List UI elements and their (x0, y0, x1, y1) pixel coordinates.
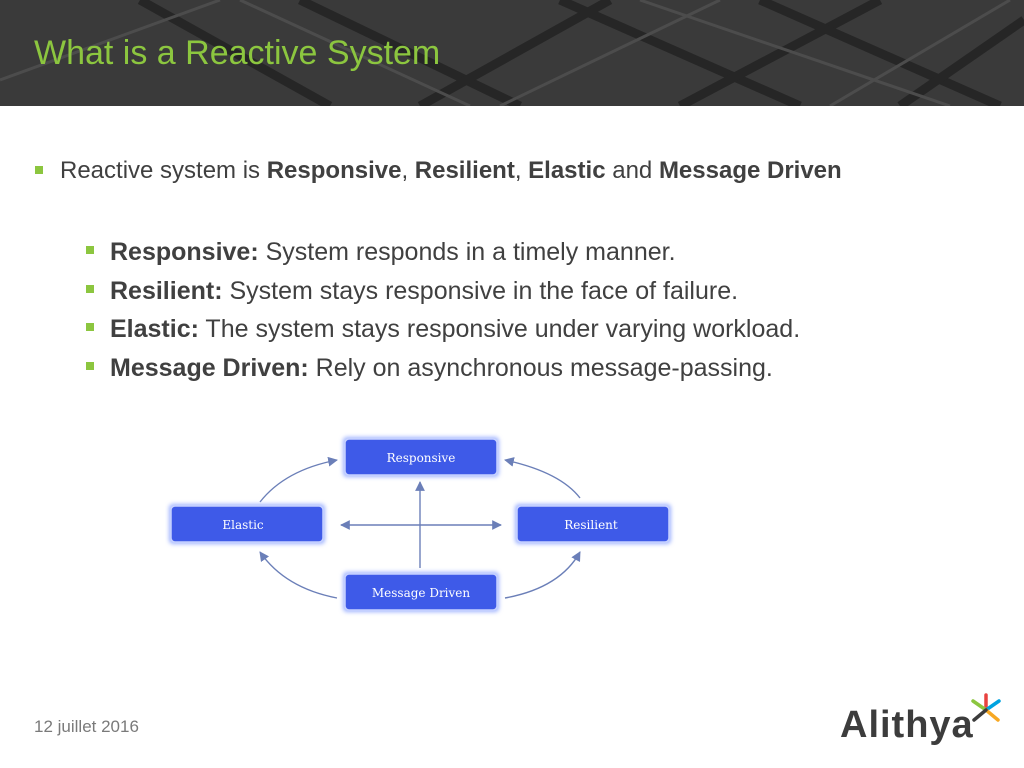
slide-header: What is a Reactive System (0, 0, 1024, 106)
slide-title: What is a Reactive System (34, 34, 441, 72)
intro-term-elastic: Elastic (528, 157, 606, 184)
bullet-marker (35, 166, 43, 174)
arrow-elastic-to-responsive (259, 456, 338, 503)
intro-and: and (605, 157, 659, 184)
intro-prefix: Reactive system is (60, 157, 267, 184)
logo-star-icon (971, 693, 1001, 722)
alithya-logo: Alithya (836, 690, 1006, 750)
node-responsive: Responsive (343, 437, 499, 477)
node-resilient: Resilient (515, 504, 671, 544)
footer-date: 12 juillet 2016 (34, 717, 139, 736)
node-label: Message Driven (372, 586, 471, 600)
trait-item: Responsive: System responds in a timely … (110, 237, 676, 267)
node-elastic: Elastic (169, 504, 325, 544)
intro-term-responsive: Responsive (266, 157, 402, 184)
node-label: Elastic (222, 518, 264, 532)
trait-term: Message Driven: (110, 354, 309, 382)
arrow-resilient-to-responsive (504, 457, 581, 499)
trait-term: Elastic: (110, 315, 199, 343)
trait-desc: Rely on asynchronous message-passing. (308, 354, 773, 382)
reactive-diagram: Responsive Elastic Resilient Message Dri… (169, 437, 671, 612)
logo-text: Alithya (840, 704, 974, 746)
trait-desc: System stays responsive in the face of f… (222, 277, 739, 305)
bullet-marker (86, 362, 94, 370)
trait-term: Responsive: (110, 238, 259, 266)
bullet-marker (86, 323, 94, 331)
intro-term-message-driven: Message Driven (658, 157, 842, 184)
intro-bullet: Reactive system is Responsive, Resilient… (60, 156, 842, 186)
trait-term: Resilient: (110, 277, 223, 305)
trait-desc: The system stays responsive under varyin… (198, 315, 801, 343)
header-background-lines (0, 0, 1024, 106)
intro-sep: , (514, 157, 529, 184)
arrow-message-to-resilient (504, 551, 581, 599)
bullet-marker (86, 246, 94, 254)
node-label: Resilient (564, 518, 618, 532)
trait-item: Resilient: System stays responsive in th… (110, 276, 738, 306)
intro-sep: , (401, 157, 415, 184)
arrow-message-to-elastic (259, 551, 338, 599)
node-message-driven: Message Driven (343, 572, 499, 612)
trait-item: Message Driven: Rely on asynchronous mes… (110, 353, 773, 383)
trait-item: Elastic: The system stays responsive und… (110, 314, 800, 344)
intro-term-resilient: Resilient (414, 157, 515, 184)
node-label: Responsive (387, 451, 456, 465)
trait-desc: System responds in a timely manner. (258, 238, 676, 266)
bullet-marker (86, 285, 94, 293)
